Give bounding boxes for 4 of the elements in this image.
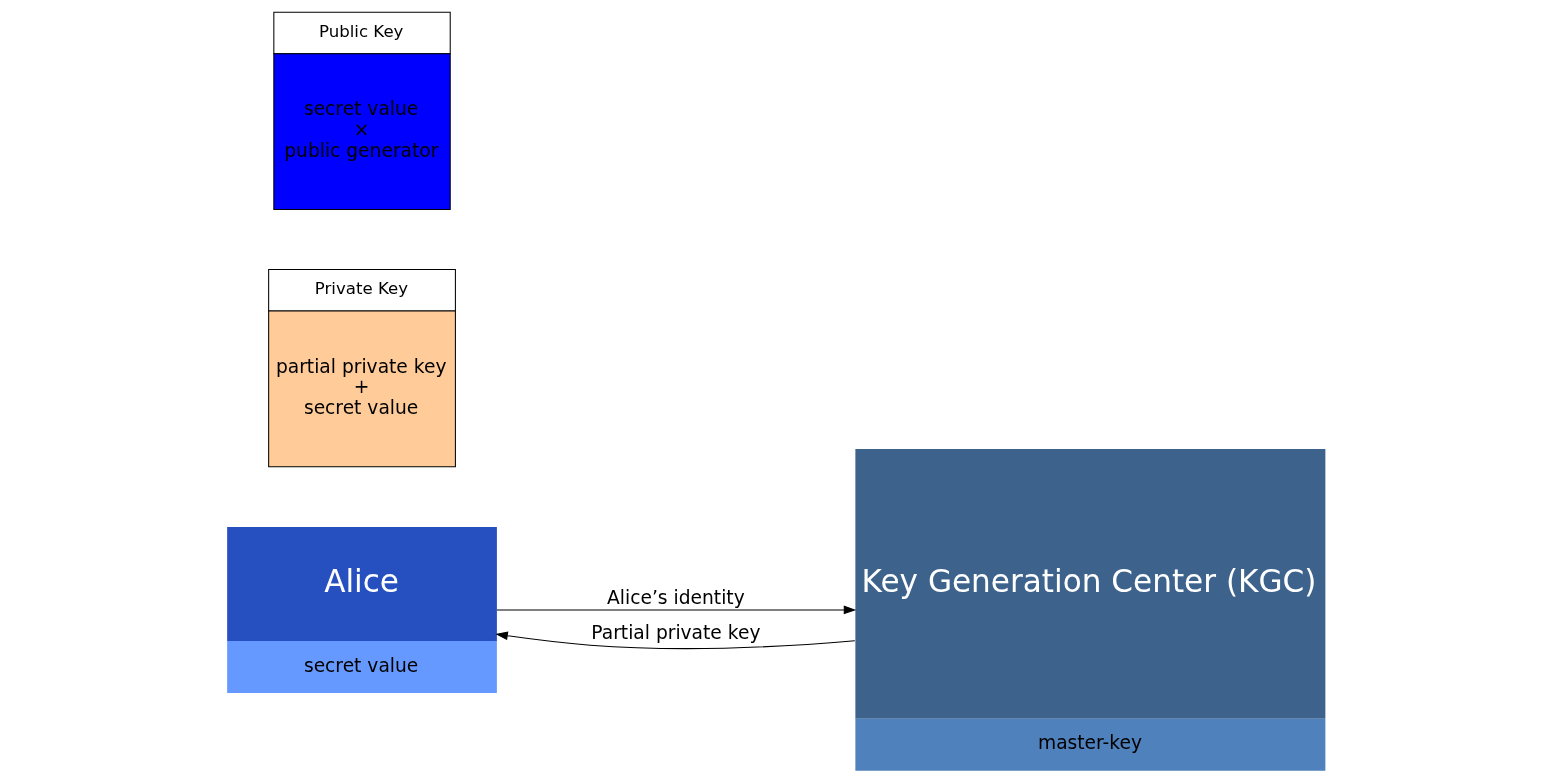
arrow (494, 631, 855, 650)
edge-label: Alice’s identity (606, 587, 745, 609)
edge-label: Partial private key (590, 622, 760, 644)
arrow (496, 605, 856, 615)
